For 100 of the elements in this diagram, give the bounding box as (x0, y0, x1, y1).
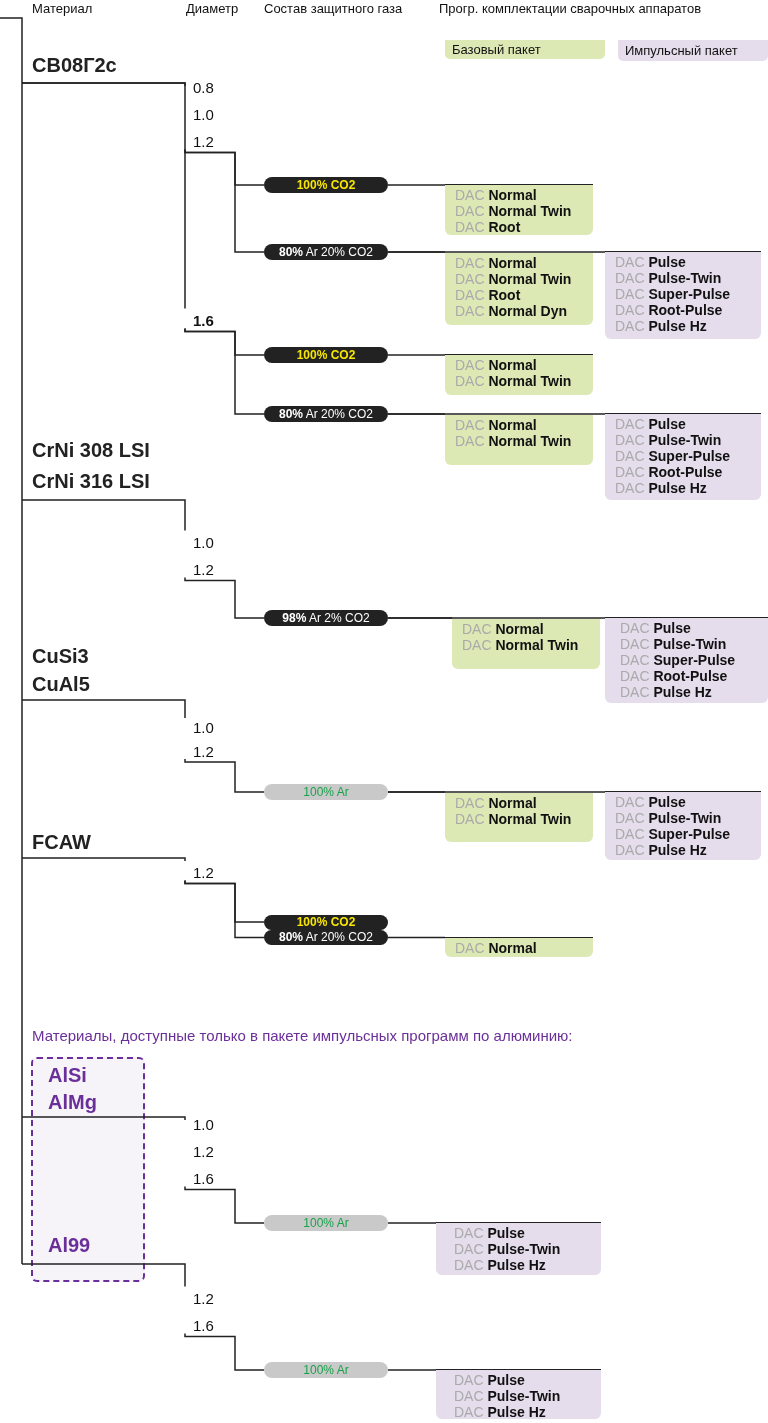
program-name: DAC Pulse Hz (454, 1257, 546, 1274)
column-header: Прогр. комплектации сварочных аппаратов (439, 0, 702, 18)
material-name: CrNi 316 LSI (31, 469, 150, 494)
connector-line (387, 354, 446, 356)
connector-line (184, 327, 265, 415)
diameter-value: 1.0 (192, 1114, 214, 1135)
program-name: DAC Normal (455, 187, 537, 204)
connector-line (32, 1116, 186, 1121)
diameter-value: 0.8 (192, 77, 214, 98)
gas-mixture-pill: 100% CO2 (264, 347, 388, 363)
program-name: DAC Root-Pulse (615, 464, 723, 481)
program-name: DAC Pulse Hz (615, 480, 707, 497)
diameter-value: 1.2 (192, 559, 214, 580)
connector-line (21, 82, 186, 310)
section-note: Материалы, доступные только в пакете импульсных программ по алюминию: (32, 1027, 573, 1045)
program-list-box (445, 792, 593, 842)
connector-line (387, 936, 446, 939)
program-name: DAC Pulse Hz (615, 842, 707, 859)
program-name: DAC Root (455, 286, 521, 303)
material-name: Al99 (47, 1233, 91, 1258)
program-name: DAC Normal Twin (462, 636, 579, 653)
diameter-value: 1.0 (192, 532, 214, 553)
program-name: DAC Pulse-Twin (454, 1388, 561, 1405)
program-name: DAC Pulse (454, 1372, 525, 1389)
material-name: CuSi3 (31, 644, 89, 669)
program-list-box (445, 354, 593, 396)
program-name: DAC Pulse-Twin (620, 636, 727, 653)
connector-line (21, 499, 186, 532)
program-list-box (436, 1222, 601, 1276)
program-name: DAC Pulse (454, 1225, 525, 1242)
connector-line (184, 758, 265, 793)
material-name: FCAW (31, 830, 91, 855)
program-name: DAC Normal Twin (455, 270, 572, 287)
diameter-value: 1.2 (192, 742, 214, 762)
program-name: DAC Super-Pulse (615, 286, 731, 303)
program-name: DAC Pulse Hz (620, 684, 712, 701)
program-name: DAC Super-Pulse (615, 826, 731, 843)
connector-line (387, 251, 606, 253)
program-list-box (445, 936, 593, 957)
material-name: СВ08Г2с (31, 53, 117, 78)
program-name: DAC Normal (455, 416, 537, 433)
diameter-value: 1.6 (192, 1315, 214, 1336)
connector-line (184, 148, 265, 253)
diameter-value: 1.2 (192, 1141, 214, 1162)
gas-mixture-pill: 80% Ar 20% CO2 (264, 930, 388, 945)
column-header: Диаметр (186, 0, 239, 18)
program-name: DAC Pulse (620, 620, 691, 637)
program-list-box (436, 1369, 601, 1420)
column-header: Материал (32, 0, 93, 18)
gas-mixture-pill: 80% Ar 20% CO2 (264, 406, 388, 422)
program-name: DAC Pulse-Twin (615, 810, 722, 827)
program-name: DAC Pulse Hz (454, 1404, 546, 1421)
gas-mixture-pill: 100% CO2 (264, 177, 388, 193)
connector-line (21, 699, 186, 719)
diameter-value: 1.0 (192, 718, 214, 738)
program-name: DAC Normal (462, 620, 544, 637)
program-name: DAC Normal Twin (455, 432, 572, 449)
program-name: DAC Pulse-Twin (454, 1241, 561, 1258)
diameter-value: 1.2 (192, 1288, 214, 1309)
gas-mixture-pill: 80% Ar 20% CO2 (264, 244, 388, 260)
legend-package-label: Базовый пакет (445, 40, 605, 59)
program-name: DAC Super-Pulse (620, 652, 736, 669)
program-name: DAC Root (455, 219, 521, 236)
material-name: AlSi (47, 1063, 87, 1088)
program-name: DAC Normal Twin (455, 373, 572, 390)
material-name: CuAl5 (31, 672, 90, 697)
gas-mixture-pill: 100% Ar (264, 784, 388, 800)
program-name: DAC Pulse-Twin (615, 432, 722, 449)
diameter-value: 1.0 (192, 104, 214, 125)
program-list-box (605, 251, 761, 340)
program-name: DAC Normal Dyn (455, 302, 568, 319)
connector-line (184, 1332, 265, 1371)
program-list-box (452, 618, 600, 669)
legend-package-label: Импульсный пакет (618, 40, 768, 61)
program-name: DAC Normal (455, 939, 537, 956)
program-name: DAC Normal (455, 254, 537, 271)
connector-line (21, 857, 186, 862)
program-name: DAC Pulse (615, 416, 686, 433)
program-name: DAC Pulse-Twin (615, 270, 722, 287)
connector-line (184, 1185, 265, 1224)
program-name: DAC Root-Pulse (615, 302, 723, 319)
gas-mixture-pill: 98% Ar 2% CO2 (264, 610, 388, 626)
connector-line (387, 184, 446, 186)
diameter-value: 1.2 (192, 131, 214, 152)
program-name: DAC Normal (455, 357, 537, 374)
gas-mixture-pill: 100% CO2 (264, 914, 388, 930)
material-name: CrNi 308 LSI (31, 438, 150, 463)
diameter-value: 1.2 (192, 862, 214, 883)
program-list-box (445, 184, 593, 236)
program-list-box (445, 414, 593, 465)
program-name: DAC Super-Pulse (615, 448, 731, 465)
program-name: DAC Pulse Hz (615, 318, 707, 335)
program-name: DAC Normal (455, 794, 537, 811)
gas-mixture-pill: 100% Ar (264, 1362, 388, 1378)
connector-line (387, 413, 606, 415)
dashed-group-frame (31, 1057, 145, 1282)
program-name: DAC Pulse (615, 254, 686, 271)
program-name: DAC Normal Twin (455, 810, 572, 827)
connector-line (387, 791, 606, 793)
program-list-box (445, 252, 593, 325)
